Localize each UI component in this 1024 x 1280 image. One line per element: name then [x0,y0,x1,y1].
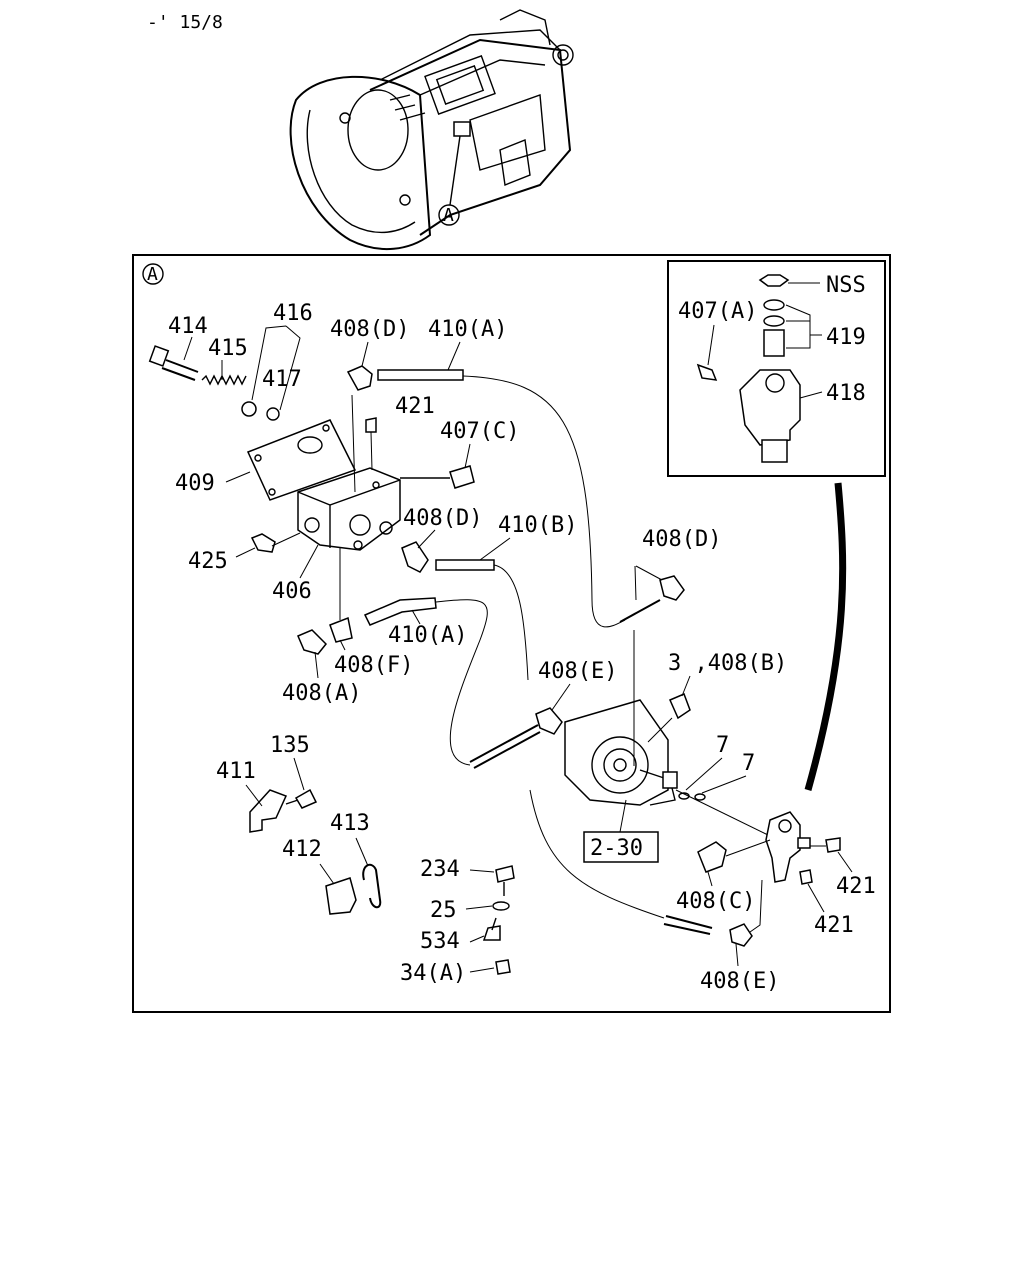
label-425: 425 [188,549,228,574]
part-412-bracket [325,877,357,915]
label-416: 416 [273,301,313,326]
label-3-408b: 3 ,408(B) [668,651,787,676]
callout-a-top-label: A [443,205,454,226]
label-417: 417 [262,367,302,392]
part-415-spring [201,374,247,386]
label-408d-top: 408(D) [330,317,409,342]
label-408a: 408(A) [282,681,361,706]
label-407a: 407(A) [678,299,757,324]
part-421-top [365,417,377,433]
label-408d-mid: 408(D) [403,506,482,531]
label-408e-bot: 408(E) [700,969,779,994]
part-414-bolt [148,345,199,381]
label-406: 406 [272,579,312,604]
label-409: 409 [175,471,215,496]
page-ref: -' 15/8 [147,12,223,33]
label-412: 412 [282,837,322,862]
part-411-clip [249,789,288,833]
part-410a-top-tube [377,369,464,381]
label-410a-mid: 410(A) [388,623,467,648]
part-408d-right [659,575,685,601]
part-425-fitting [250,533,276,553]
label-2-30: 2-30 [590,836,643,861]
part-25-washer [492,901,510,911]
label-421-r2: 421 [814,913,854,938]
label-419: 419 [826,325,866,350]
label-7a: 7 [716,733,729,758]
label-408e-top: 408(E) [538,659,617,684]
label-410a-top: 410(A) [428,317,507,342]
label-421-r1: 421 [836,874,876,899]
label-408d-right: 408(D) [642,527,721,552]
part-421-r1 [825,837,841,853]
part-7-ring-b [694,793,706,801]
label-418: 418 [826,381,866,406]
part-135-bolt [294,788,318,809]
label-nss: NSS [826,273,866,298]
part-406-valve-block [297,467,401,551]
part-408c [697,841,727,873]
label-34a: 34(A) [400,961,466,986]
label-413: 413 [330,811,370,836]
label-7b: 7 [742,751,755,776]
label-234: 234 [420,857,460,882]
part-416-plug [241,401,257,417]
part-408d-mid [401,541,429,573]
inset-leader [804,482,847,791]
callout-a-top [438,204,460,226]
part-234-bolt [495,865,515,883]
inset-detail: NSS 419 407(A) 418 [667,260,886,477]
detail-frame [132,254,891,1013]
part-409-gasket [246,419,357,501]
part-408a-elbow [297,629,328,655]
part-408e-top [535,707,563,735]
part-408e-bottom [729,923,753,947]
callout-a-frame-label: A [147,264,158,285]
label-135: 135 [270,733,310,758]
part-408d-top [346,365,373,391]
part-2-30-pump [564,699,678,806]
part-410a-mid-hose [363,597,437,626]
part-413-clip [362,863,382,909]
transmission-overview: A [289,9,574,251]
part-408f-tee [329,616,353,643]
part-408b [669,693,691,720]
part-534-clip [482,925,501,941]
part-417-ring [266,407,280,421]
label-421-top: 421 [395,394,435,419]
part-410b-tube [435,559,495,571]
label-408c: 408(C) [676,889,755,914]
label-410b: 410(B) [498,513,577,538]
label-407c: 407(C) [440,419,519,444]
part-407c-bolt [449,465,475,489]
part-421-r2 [799,869,813,885]
box-2-30 [583,831,659,863]
part-34a-nut [495,959,511,975]
part-right-valve [765,811,811,883]
label-25: 25 [430,898,457,923]
label-414: 414 [168,314,208,339]
label-534: 534 [420,929,460,954]
label-415: 415 [208,336,248,361]
label-411: 411 [216,759,256,784]
callout-a-frame [142,263,164,285]
label-408f: 408(F) [334,653,413,678]
